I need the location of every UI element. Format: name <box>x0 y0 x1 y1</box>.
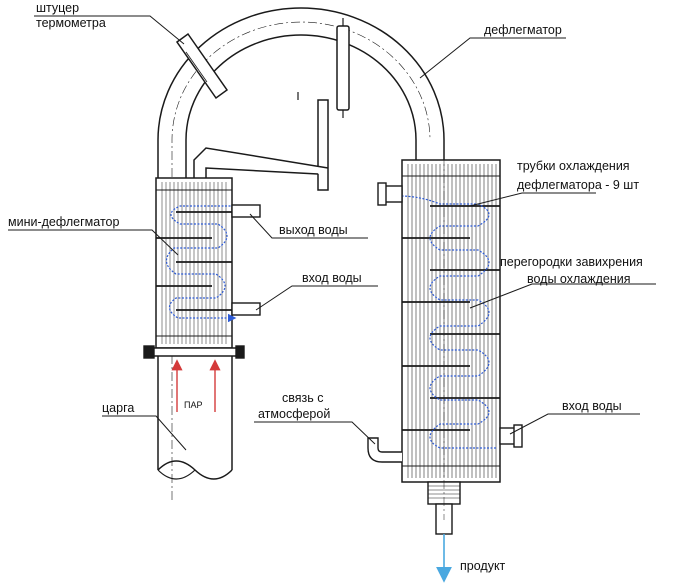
atmosphere-pipe <box>367 437 402 463</box>
main-water-flow <box>379 191 496 449</box>
mini-water-in-nozzle <box>231 302 261 316</box>
label-atmosphere-2: атмосферой <box>258 407 330 421</box>
main-dephlegmator <box>367 140 523 583</box>
label-thermometer-2: термометра <box>36 16 106 30</box>
label-vapor: ПАР <box>184 400 202 410</box>
top-clamp-flange <box>336 25 350 111</box>
mini-water-flow <box>165 205 237 323</box>
product-outlet <box>427 481 461 535</box>
vapor-tube-outer-wall <box>157 7 445 178</box>
vapor-tube <box>157 7 445 500</box>
label-baffles-1: перегородки завихрения <box>500 255 643 269</box>
internal-reflux-pipe <box>193 92 329 191</box>
column-clamp <box>143 345 245 359</box>
thermometer-fitting <box>175 32 229 100</box>
main-baffles <box>402 205 500 431</box>
label-tubes-1: трубки охлаждения <box>517 159 630 173</box>
mini-baffles <box>156 211 232 311</box>
label-water-out: выход воды <box>279 223 348 237</box>
leader-lines <box>8 15 656 451</box>
label-product: продукт <box>460 559 506 573</box>
column-tsarga <box>157 356 233 480</box>
mini-water-out-nozzle <box>231 204 261 218</box>
label-thermometer-1: штуцер <box>36 1 79 15</box>
label-tubes-2: дефлегматора - 9 шт <box>517 178 639 192</box>
label-baffles-2: воды охлаждения <box>527 272 631 286</box>
vapor-arrows <box>171 359 221 412</box>
label-dephlegmator: дефлегматор <box>484 23 562 37</box>
labels: штуцер термометра дефлегматор трубки охл… <box>8 1 643 573</box>
label-water-in-mini: вход воды <box>302 271 362 285</box>
label-atmosphere-1: связь с <box>282 391 324 405</box>
vapor-tube-inner-wall <box>185 34 417 178</box>
main-water-in-nozzle <box>499 424 523 448</box>
main-water-out-nozzle <box>377 182 403 206</box>
vapor-tube-centerline <box>171 21 431 500</box>
label-water-in-main: вход воды <box>562 399 622 413</box>
label-mini-dephlegmator: мини-дефлегматор <box>8 215 119 229</box>
label-column: царга <box>102 401 134 415</box>
mini-dephlegmator <box>155 177 261 349</box>
